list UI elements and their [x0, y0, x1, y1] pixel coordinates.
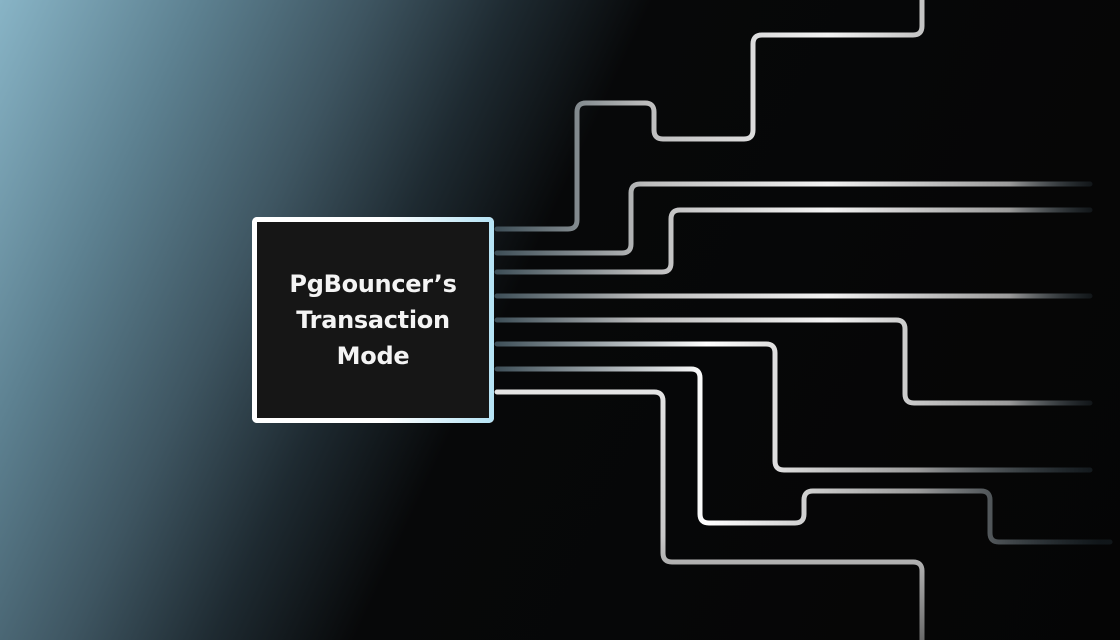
chip-title-line-1: PgBouncer’s	[289, 270, 457, 298]
chip-title: PgBouncer’s Transaction Mode	[257, 266, 489, 374]
output-trace-8	[494, 389, 925, 640]
output-trace-7	[494, 366, 1113, 545]
output-trace-5	[494, 317, 1093, 406]
chip-title-line-3: Mode	[336, 342, 410, 370]
chip-title-line-2: Transaction	[296, 306, 450, 334]
output-trace-1	[494, 0, 925, 232]
output-trace-2	[494, 181, 1093, 256]
output-trace-3	[494, 207, 1093, 275]
output-trace-6	[494, 341, 1093, 473]
pgbouncer-chip: PgBouncer’s Transaction Mode	[252, 217, 494, 423]
